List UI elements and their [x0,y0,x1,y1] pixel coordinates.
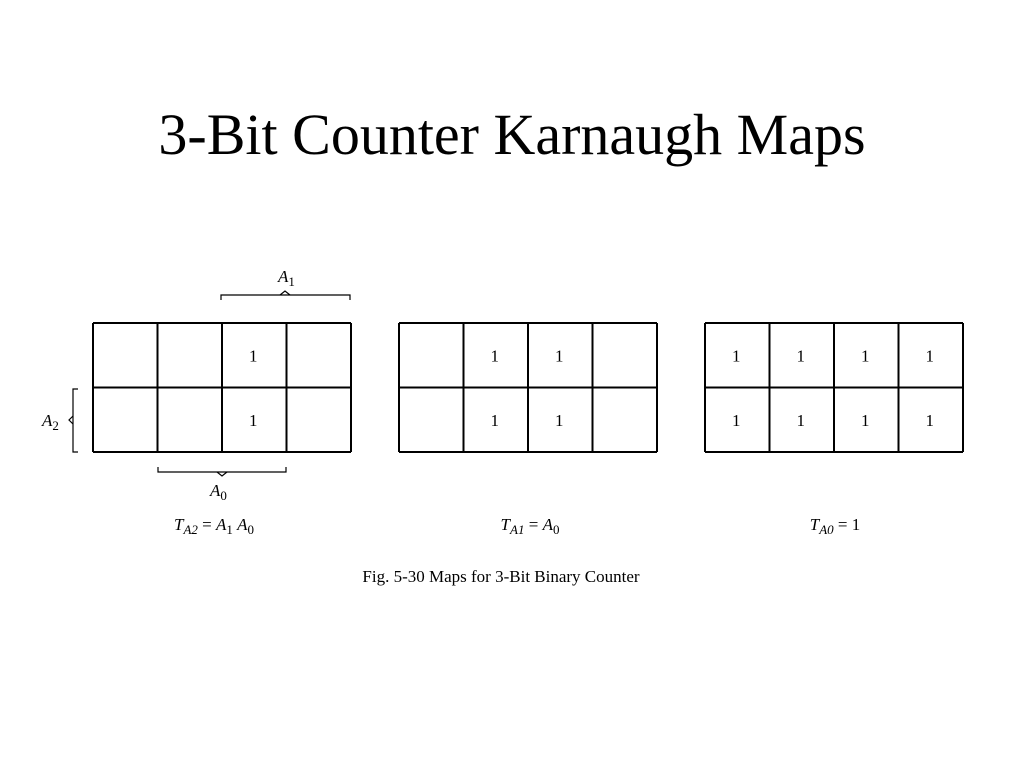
kmap-cell-value: 1 [249,411,258,430]
a1-label: A1 [277,267,295,289]
kmap-cell-value: 1 [926,411,935,430]
figure-caption: Fig. 5-30 Maps for 3-Bit Binary Counter [362,567,640,586]
kmap-cell-value: 1 [797,411,806,430]
kmap-cell-value: 1 [732,346,741,365]
kmap-cell-value: 1 [249,346,258,365]
a2-label: A2 [41,411,59,433]
kmap-cell-value: 1 [555,346,564,365]
a0-label: A0 [209,481,227,503]
slide-title: 3-Bit Counter Karnaugh Maps [158,102,866,167]
kmap-cell-value: 1 [861,411,870,430]
kmap-equation-ta0: TA0 = 1 [810,515,861,537]
kmap-equation-ta2: TA2 = A1 A0 [174,515,254,537]
a1-bracket: A1 [220,267,351,300]
kmap-cell-value: 1 [797,346,806,365]
kmap-cell-value: 1 [555,411,564,430]
a0-bracket: A0 [157,467,287,503]
kmap-cell-value: 1 [732,411,741,430]
kmap-cell-value: 1 [491,346,500,365]
kmap-cell-value: 1 [926,346,935,365]
kmap-cell-value: 1 [491,411,500,430]
kmap-equation-ta1: TA1 = A0 [501,515,560,537]
a2-bracket: A2 [41,388,78,453]
kmap-cell-value: 1 [861,346,870,365]
